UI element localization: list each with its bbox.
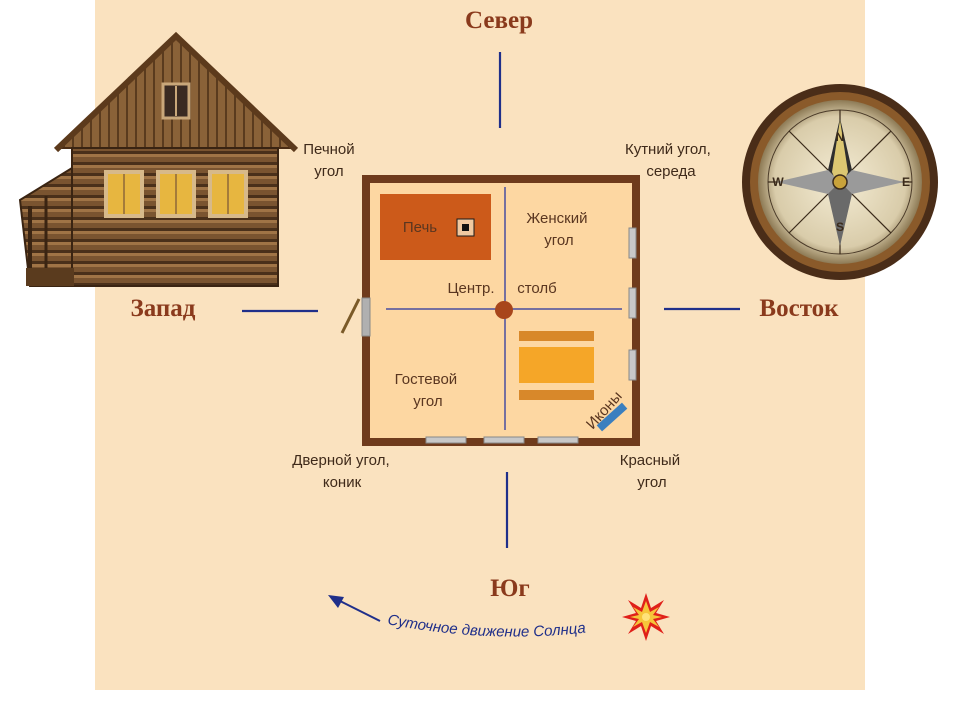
south-label: Юг xyxy=(490,575,530,602)
east-window-3 xyxy=(628,349,637,381)
door-leaf xyxy=(340,298,361,334)
svg-text:S: S xyxy=(836,220,844,234)
east-window-1 xyxy=(628,227,637,259)
central-post xyxy=(495,301,513,319)
east-window-2 xyxy=(628,287,637,319)
svg-text:W: W xyxy=(772,175,784,189)
red-corner-label: Красный угол xyxy=(620,452,685,491)
west-label: Запад xyxy=(131,295,196,322)
log-house-icon xyxy=(18,31,299,287)
south-window-2 xyxy=(483,436,525,444)
room-plan: Печь Женский угол Центр. столб Гостевой … xyxy=(340,175,640,446)
south-window-1 xyxy=(425,436,467,444)
central-post-label-left: Центр. xyxy=(447,280,494,297)
south-window-3 xyxy=(537,436,579,444)
central-post-label-right: столб xyxy=(517,280,557,297)
sun-path-label: Суточное движение Солнца xyxy=(386,611,586,640)
arrow-icon xyxy=(328,595,381,622)
bench-top xyxy=(519,331,594,341)
bench-bottom xyxy=(519,390,594,400)
kutny-corner-label: Кутний угол, середа xyxy=(625,141,715,180)
table xyxy=(519,347,594,383)
compass-icon: N S W E xyxy=(742,84,938,280)
svg-text:N: N xyxy=(836,130,845,144)
guest-corner-label: Гостевой угол xyxy=(395,371,462,410)
svg-text:E: E xyxy=(902,175,910,189)
door-corner-label: Дверной угол, коник xyxy=(292,452,394,491)
west-door xyxy=(361,297,371,337)
sun-icon xyxy=(622,593,670,641)
stove-corner-label: Печной угол xyxy=(303,141,359,180)
east-label: Восток xyxy=(759,295,839,322)
womens-corner-label: Женский угол xyxy=(526,210,591,249)
north-label: Север xyxy=(465,7,533,34)
icon-shelf xyxy=(596,402,628,432)
stove-label: Печь xyxy=(403,219,437,236)
